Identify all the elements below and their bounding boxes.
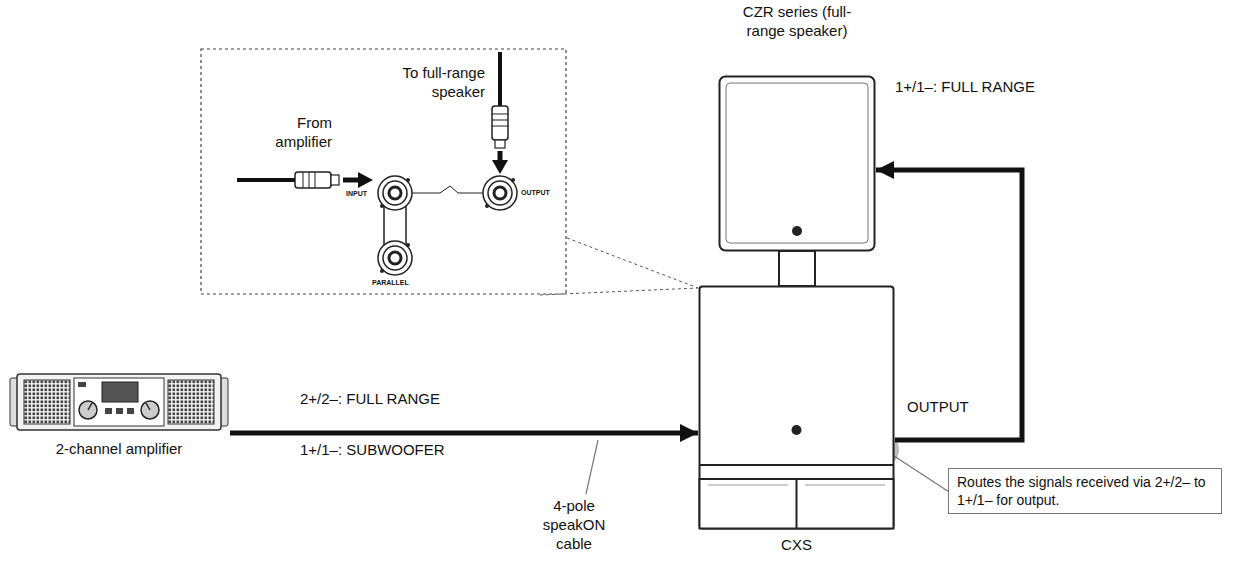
cable-label: 4-pole speakON cable bbox=[522, 497, 626, 553]
cable-arrow bbox=[230, 431, 698, 436]
subwoofer: CXS bbox=[698, 285, 895, 560]
speaker-grille bbox=[726, 83, 868, 243]
cable bbox=[498, 52, 502, 106]
knob bbox=[141, 401, 159, 419]
inset-guide-line bbox=[567, 238, 698, 288]
full-range-speaker-drawing bbox=[718, 75, 876, 252]
callout-box: Routes the signals received via 2+/2– to… bbox=[948, 468, 1222, 514]
front-panel bbox=[74, 378, 164, 426]
arrow-head bbox=[492, 160, 508, 174]
signal-label: 1+/1–: FULL RANGE bbox=[893, 78, 1037, 97]
speakon-plug bbox=[492, 106, 508, 140]
full-range-speaker: CZR series (full-range speaker) bbox=[718, 0, 876, 252]
amplifier-name: 2-channel amplifier bbox=[8, 440, 230, 459]
subwoofer-name: CXS bbox=[698, 536, 895, 555]
cable bbox=[237, 178, 295, 182]
amplifier-drawing bbox=[8, 372, 230, 434]
jack-label: INPUT bbox=[346, 190, 367, 198]
vent-grille bbox=[168, 380, 214, 424]
arrow bbox=[343, 178, 360, 183]
display bbox=[102, 382, 138, 402]
inset-panel: To full-range speakerFrom amplifierINPUT… bbox=[200, 48, 567, 295]
inset-frame bbox=[201, 49, 566, 294]
vent-grille bbox=[24, 380, 70, 424]
speaker-cabinet bbox=[720, 77, 875, 251]
jack-link bbox=[412, 186, 483, 193]
amplifier-body bbox=[17, 374, 221, 430]
speakon-plug bbox=[295, 172, 331, 188]
inset-panel-drawing bbox=[200, 48, 567, 295]
jack-name: OUTPUT bbox=[905, 398, 971, 417]
jack-label: OUTPUT bbox=[521, 189, 550, 197]
logo-dot bbox=[792, 425, 802, 435]
subwoofer-base bbox=[700, 479, 894, 529]
signal-label: 1+/1–: SUBWOOFER bbox=[298, 441, 447, 460]
knob bbox=[79, 401, 97, 419]
speakon-jack bbox=[378, 176, 412, 210]
speaker-pole bbox=[779, 251, 815, 286]
signal-arrow bbox=[876, 170, 1022, 440]
inset-label: From amplifier bbox=[240, 114, 332, 152]
amplifier: 2-channel amplifier bbox=[8, 372, 230, 464]
inset-label: To full-range speaker bbox=[360, 64, 485, 102]
subwoofer-drawing bbox=[698, 285, 895, 530]
speakon-jack bbox=[483, 176, 517, 210]
leader-line bbox=[586, 440, 598, 494]
signal-label: 2+/2–: FULL RANGE bbox=[298, 390, 442, 409]
logo-dot bbox=[792, 226, 802, 236]
arrow-head bbox=[358, 172, 373, 188]
callout-text: Routes the signals received via 2+/2– to… bbox=[957, 473, 1213, 509]
jack-label: PARALLEL bbox=[372, 279, 409, 287]
speakon-jack bbox=[378, 241, 412, 275]
subwoofer-cabinet bbox=[700, 287, 894, 529]
speaker-heading: CZR series (full-range speaker) bbox=[727, 0, 867, 41]
